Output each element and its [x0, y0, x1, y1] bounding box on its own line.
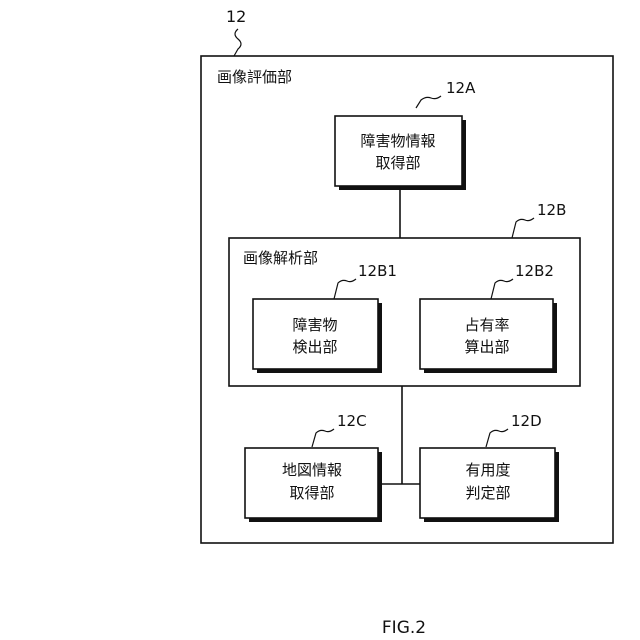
block-12c-line-2: 取得部	[289, 484, 334, 502]
outer-block-leader	[234, 29, 241, 56]
outer-block-ref: 12	[226, 7, 246, 26]
block-12b2-ref: 12B2	[515, 262, 554, 280]
block-12a-line-1: 障害物情報	[360, 132, 435, 150]
block-12d: 有用度 判定部	[420, 448, 559, 522]
block-12d-ref: 12D	[511, 412, 542, 430]
block-12d-line-1: 有用度	[465, 461, 510, 479]
block-12b1-ref: 12B1	[358, 262, 397, 280]
block-12c-ref: 12C	[337, 412, 367, 430]
outer-block-title: 画像評価部	[217, 68, 292, 86]
block-12b1: 障害物 検出部	[253, 299, 382, 373]
block-12b-ref: 12B	[537, 201, 566, 219]
block-12a-line-2: 取得部	[375, 154, 420, 172]
block-12a: 障害物情報 取得部	[335, 116, 466, 190]
block-12b2-line-2: 算出部	[464, 338, 509, 356]
block-12c: 地図情報 取得部	[245, 448, 382, 522]
block-12d-line-2: 判定部	[465, 484, 510, 502]
block-12c-line-1: 地図情報	[282, 461, 342, 479]
block-12b2: 占有率 算出部	[420, 299, 557, 373]
block-12b1-line-1: 障害物	[292, 316, 337, 334]
block-12b1-line-2: 検出部	[292, 338, 337, 356]
figure-caption: FIG.2	[382, 618, 426, 638]
block-12b2-line-1: 占有率	[464, 316, 509, 334]
block-12a-ref: 12A	[446, 79, 476, 97]
block-12b-title: 画像解析部	[243, 249, 318, 267]
